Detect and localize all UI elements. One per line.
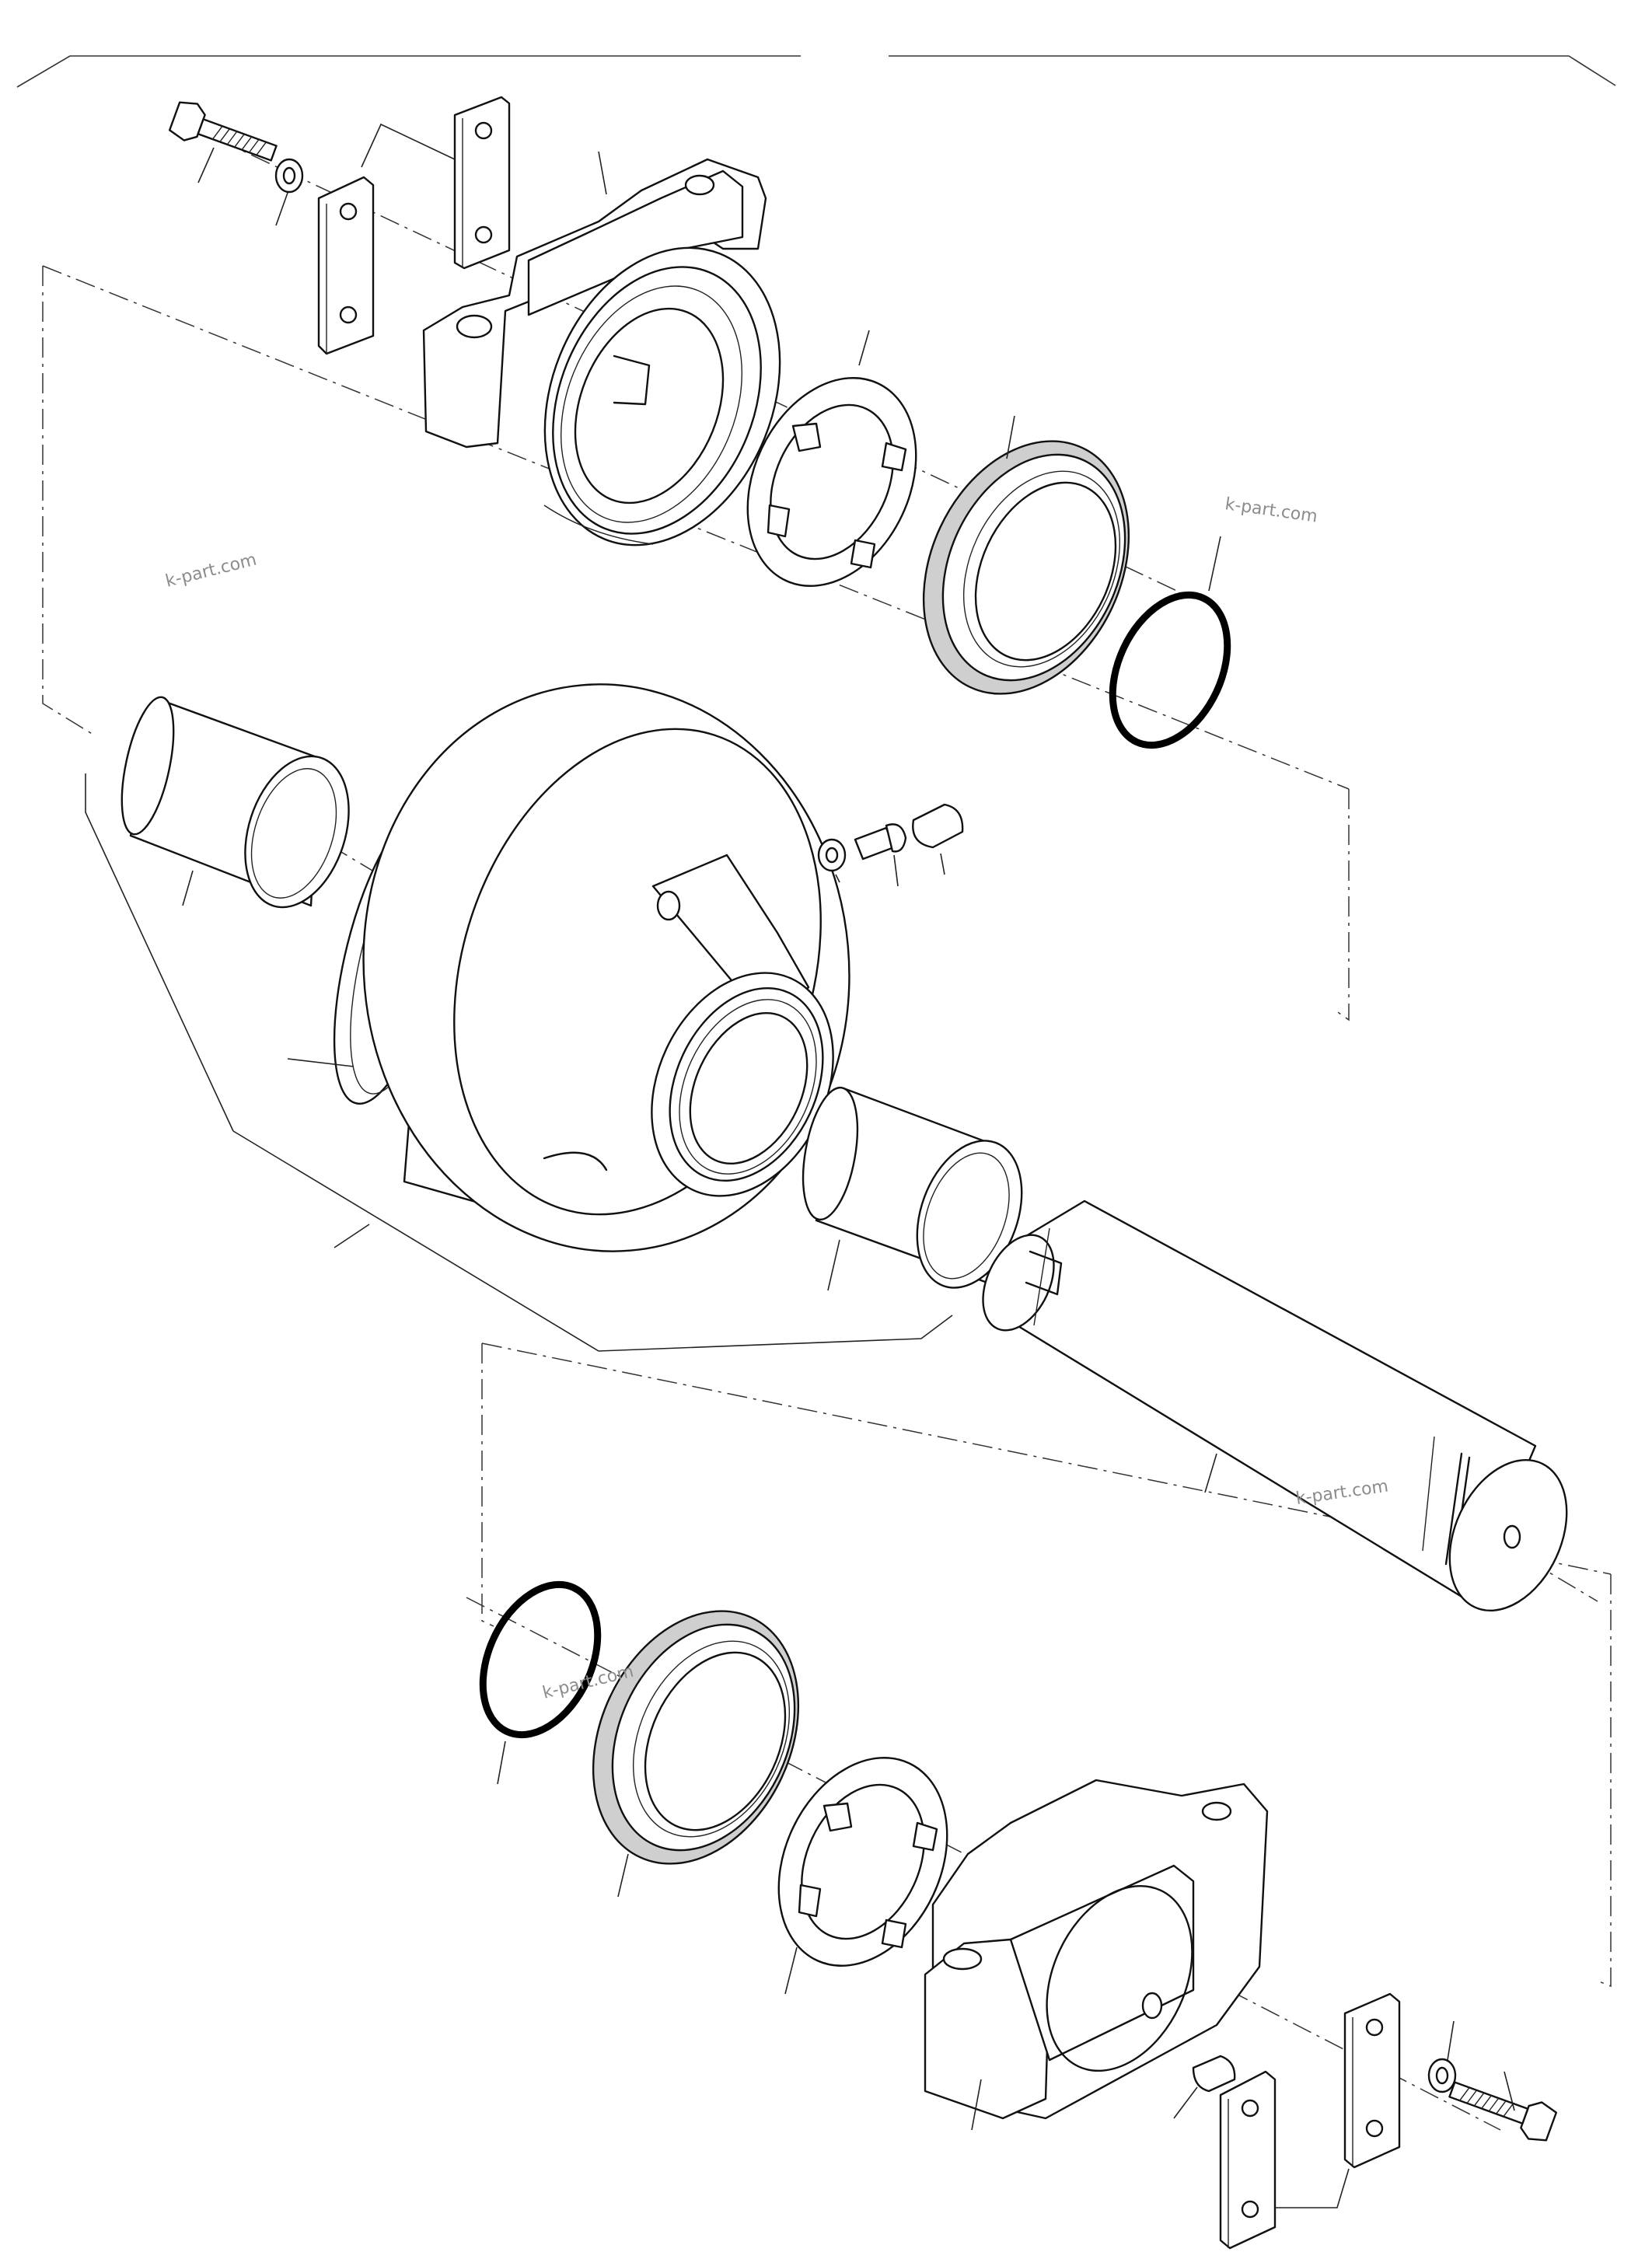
seal-ring-icon — [922, 440, 1130, 695]
roller-shaft-icon — [982, 1199, 1568, 1612]
retainer-plate-icon — [1343, 1992, 1401, 2169]
watermark: k-part.com — [163, 550, 258, 592]
bolt-icon — [1448, 2081, 1558, 2142]
grease-plug-icon — [1192, 2055, 1236, 2093]
retainer-plate-icon — [1219, 2070, 1277, 2250]
retainer-plate-icon — [453, 96, 511, 270]
o-ring-icon — [479, 1580, 602, 1739]
page-frame — [16, 55, 1616, 88]
o-ring-icon — [1109, 591, 1231, 749]
thrust-washer-icon — [777, 1757, 948, 1967]
seal-ring-icon — [592, 1610, 800, 1865]
assembly-frame-upper — [42, 265, 1350, 1021]
washer-icon — [1427, 2058, 1457, 2093]
bushing-icon — [120, 696, 350, 909]
bushing-icon — [802, 1086, 1023, 1289]
washer-icon — [274, 158, 304, 194]
retainer-plate-icon — [317, 176, 375, 355]
bolt-icon — [168, 101, 278, 162]
bearing-block-icon — [422, 158, 781, 546]
idler-roller-icon — [333, 683, 850, 1252]
grease-plug-icon — [817, 803, 964, 872]
bearing-block-icon — [924, 1779, 1269, 2120]
watermark: k-part.com — [1224, 494, 1318, 526]
thrust-washer-icon — [746, 377, 917, 587]
leader-lines — [85, 123, 1515, 2208]
assembly-frame-lower — [481, 1342, 1612, 1988]
